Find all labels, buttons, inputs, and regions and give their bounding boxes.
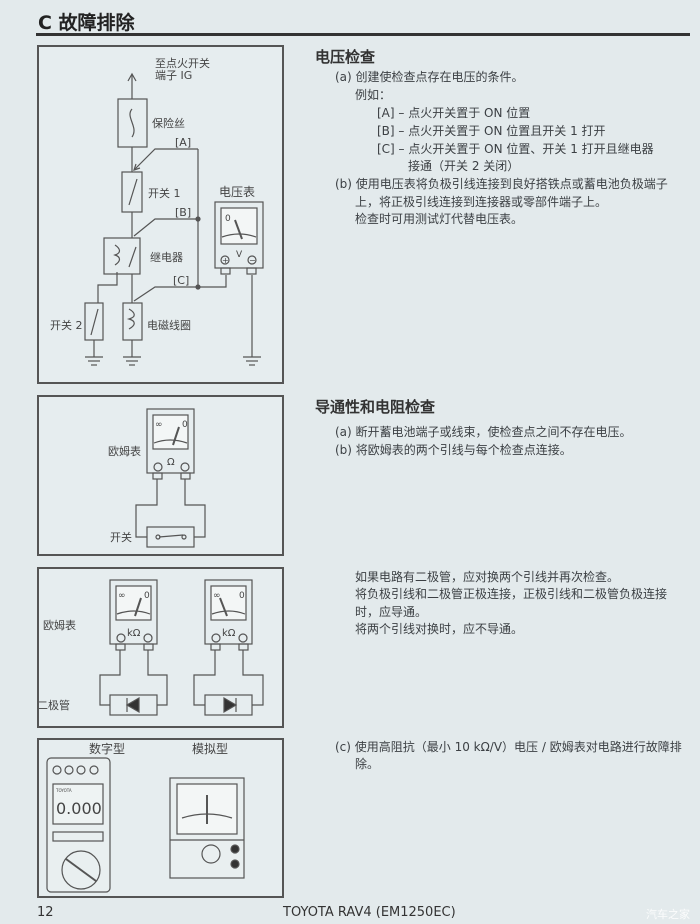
- footer-model: TOYOTA RAV4 (EM1250EC): [283, 905, 456, 920]
- meter-unit: V: [236, 250, 243, 260]
- switch2-icon: [84, 302, 104, 341]
- voltmeter-icon: [214, 201, 264, 275]
- label-voltmeter: 电压表: [219, 185, 255, 199]
- voltage-line: [C] – 点火开关置于 ON 位置、开关 1 打开且继电器: [377, 142, 654, 156]
- meter-infinity: ∞: [118, 591, 126, 601]
- voltage-line: [B] – 点火开关置于 ON 位置且开关 1 打开: [377, 124, 606, 138]
- meter-note-line: (c) 使用高阻抗（最小 10 kΩ/V）电压 / 欧姆表对电路进行故障排: [335, 740, 682, 754]
- analog-multimeter-icon: [169, 777, 245, 879]
- label-switch: 开关: [110, 530, 132, 544]
- voltage-line: (b) 使用电压表将负极引线连接到良好搭铁点或蓄电池负极端子: [335, 177, 668, 191]
- label-point-b: [B]: [175, 206, 191, 219]
- arrow-up-icon: [127, 72, 137, 82]
- label-diode: 二极管: [39, 698, 70, 712]
- diode-diagram-panel: ∞ 0 kΩ ∞ 0 kΩ 欧姆表 二极管: [37, 567, 284, 728]
- ohmmeter-icon: [146, 408, 195, 480]
- ohmmeter-icon: [109, 579, 158, 651]
- switch1-icon: [121, 171, 143, 213]
- label-switch1: 开关 1: [148, 186, 181, 200]
- voltage-line: 例如：: [355, 88, 392, 102]
- label-analog: 模拟型: [192, 742, 228, 756]
- voltage-line: [A] – 点火开关置于 ON 位置: [377, 106, 531, 120]
- label-relay: 继电器: [150, 251, 183, 264]
- voltage-line: 上，将正极引线连接到连接器或零部件端子上。: [355, 195, 608, 209]
- meter-types-panel: 数字型 模拟型 TOYOTA 0.000: [37, 738, 284, 898]
- diode-note-line: 时，应导通。: [355, 605, 428, 619]
- continuity-check-heading: 导通性和电阻检查: [315, 398, 436, 416]
- meter-note-line: 除。: [355, 757, 380, 771]
- title-rule: [36, 33, 690, 36]
- meter-brand: TOYOTA: [55, 788, 72, 793]
- switch-icon: [146, 526, 195, 548]
- label-solenoid: 电磁线圈: [147, 318, 191, 332]
- digital-multimeter-icon: [46, 757, 111, 893]
- minus-icon: −: [249, 256, 256, 265]
- plus-icon: +: [222, 256, 229, 265]
- solenoid-icon: [122, 302, 143, 341]
- page-number: 12: [37, 905, 54, 920]
- meter-zero: 0: [225, 214, 231, 224]
- voltage-line: (a) 创建使检查点存在电压的条件。: [335, 70, 524, 84]
- continuity-diagram-panel: ∞ 0 Ω 欧姆表 开关: [37, 395, 284, 556]
- section-title: C 故障排除: [38, 12, 135, 34]
- ohmmeter-icon: [204, 579, 253, 651]
- continuity-line: (b) 将欧姆表的两个引线与每个检查点连接。: [335, 443, 572, 457]
- label-digital: 数字型: [89, 741, 125, 756]
- meter-infinity: ∞: [155, 420, 163, 430]
- label-to-ignition: 至点火开关: [155, 56, 210, 70]
- label-fuse: 保险丝: [152, 116, 185, 130]
- ground-icon: [123, 356, 141, 366]
- diode-note-line: 将负极引线和二极管正极连接，正极引线和二极管负极连接: [355, 587, 668, 601]
- relay-icon: [103, 237, 141, 275]
- meter-unit: kΩ: [127, 628, 141, 639]
- meter-zero: 0: [239, 591, 245, 601]
- diode-note-line: 如果电路有二极管，应对换两个引线并再次检查。: [355, 570, 620, 584]
- meter-zero: 0: [182, 420, 188, 430]
- meter-unit: kΩ: [222, 628, 236, 639]
- voltage-check-heading: 电压检查: [315, 48, 376, 66]
- label-point-c: [C]: [173, 274, 189, 287]
- meter-infinity: ∞: [213, 591, 221, 601]
- voltage-line: 检查时可用测试灯代替电压表。: [355, 212, 524, 226]
- label-switch2: 开关 2: [50, 318, 83, 332]
- voltage-line: 接通（开关 2 关闭）: [408, 159, 520, 173]
- label-terminal-ig: 端子 IG: [155, 69, 192, 82]
- continuity-line: (a) 断开蓄电池端子或线束，使检查点之间不存在电压。: [335, 425, 632, 439]
- watermark: 汽车之家: [646, 908, 690, 921]
- label-ohmmeter: 欧姆表: [108, 444, 141, 458]
- meter-display: 0.000: [56, 799, 102, 818]
- meter-zero: 0: [144, 591, 150, 601]
- diode-note-line: 将两个引线对换时，应不导通。: [355, 622, 524, 636]
- ground-icon: [85, 356, 103, 366]
- meter-unit: Ω: [167, 457, 175, 468]
- label-point-a: [A]: [175, 136, 191, 149]
- ground-icon: [243, 356, 261, 366]
- label-ohmmeter: 欧姆表: [43, 618, 76, 632]
- voltage-diagram-panel: 至点火开关 端子 IG 保险丝 开关 1 继电器 开关 2 电磁线圈 [A] […: [37, 45, 284, 384]
